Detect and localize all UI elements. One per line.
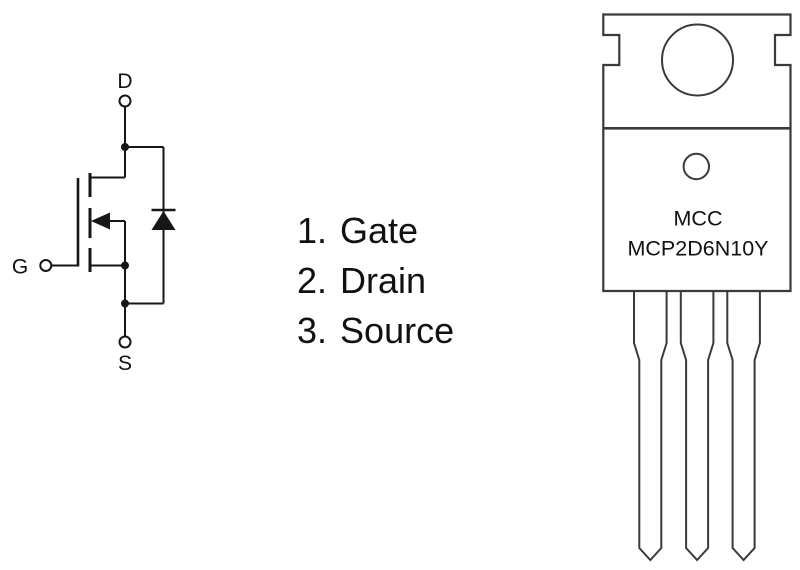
- legend-number: 1.: [297, 210, 328, 251]
- pin-legend: 1. Gate 2. Drain 3. Source: [297, 206, 454, 356]
- body-diode-icon: [151, 211, 176, 230]
- legend-name: Drain: [340, 260, 427, 301]
- legend-name: Gate: [340, 210, 419, 251]
- legend-name: Source: [340, 310, 455, 351]
- package-leg-3: [726, 290, 761, 562]
- drain-terminal-circle: [118, 94, 132, 108]
- index-hole: [682, 152, 710, 181]
- package-leg-1: [633, 290, 668, 562]
- mosfet-schematic: D G S: [12, 70, 176, 375]
- mounting-hole: [661, 23, 734, 97]
- source-terminal-circle: [118, 335, 132, 349]
- drain-label: D: [117, 70, 132, 93]
- legend-item-drain: 2. Drain: [297, 256, 454, 306]
- gate-terminal-circle: [39, 259, 53, 272]
- package-leg-2: [679, 290, 715, 562]
- legend-number: 3.: [297, 310, 328, 351]
- part-number-marking: MCP2D6N10Y: [628, 237, 769, 261]
- to220-package-drawing: MCC MCP2D6N10Y: [602, 13, 792, 562]
- body-arrow-icon: [91, 212, 110, 230]
- package-outline: [602, 13, 792, 293]
- brand-marking: MCC: [674, 207, 723, 231]
- gate-label: G: [12, 256, 28, 279]
- legend-item-source: 3. Source: [297, 306, 454, 356]
- legend-item-gate: 1. Gate: [297, 206, 454, 256]
- source-label: S: [118, 352, 132, 375]
- legend-number: 2.: [297, 260, 328, 301]
